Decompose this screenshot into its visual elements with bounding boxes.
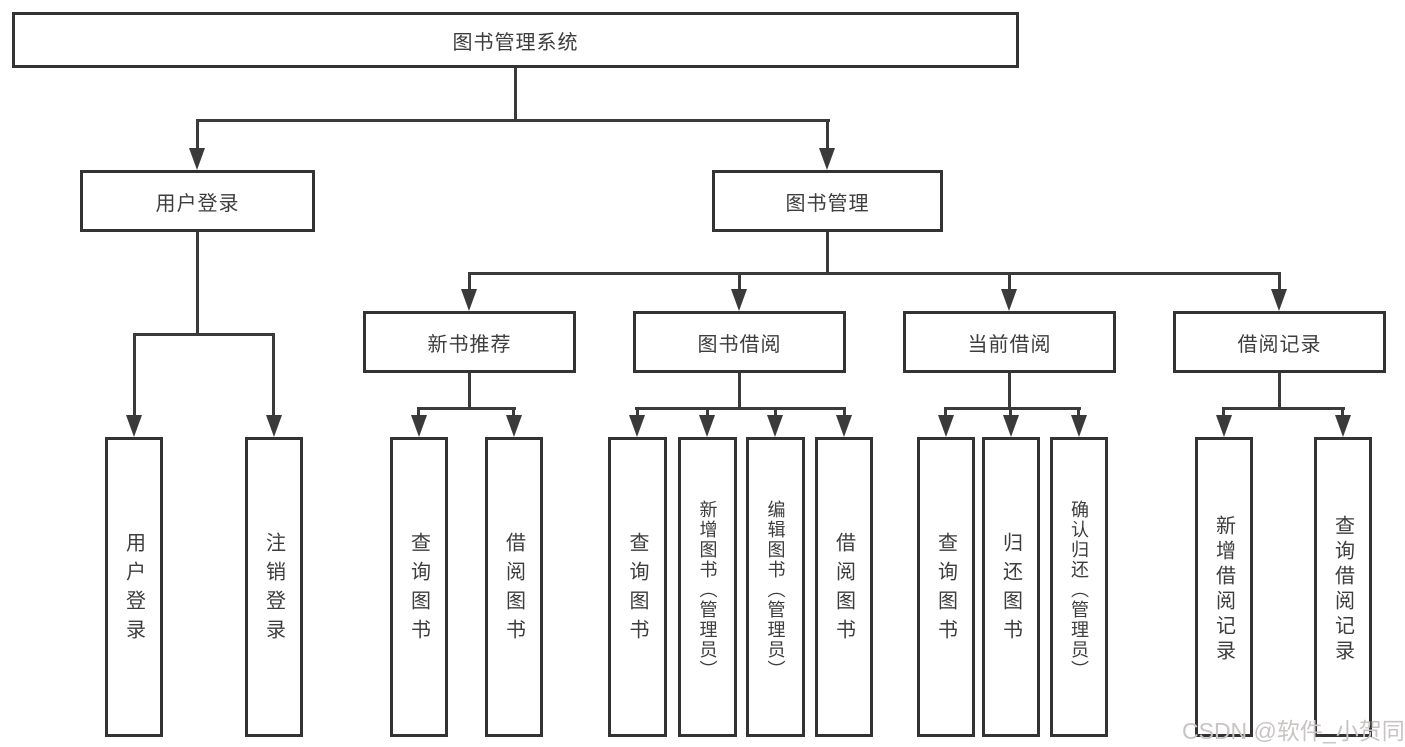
arrowhead-leaf-borrow-1 <box>506 415 522 437</box>
edge-to-leaf-return <box>1009 407 1012 417</box>
edge-to-leaf-add-book <box>706 407 709 417</box>
edge-to-leaf-confirm-return <box>1077 407 1080 417</box>
arrowhead-leaf-query-3 <box>938 415 954 437</box>
node-book-management: 图书管理 <box>712 170 943 232</box>
arrowhead-book-management <box>819 148 835 170</box>
edge-to-leaf-logout <box>272 333 275 417</box>
leaf-return-book: 归还图书 <box>982 437 1040 737</box>
edge-current-borrow-stem <box>1008 373 1011 410</box>
leaf-query-borrow-record: 查询借阅记录 <box>1314 437 1372 737</box>
leaf-query-books-1: 查询图书 <box>390 437 448 737</box>
arrowhead-current-borrow <box>1001 289 1017 311</box>
leaf-add-borrow-record: 新增借阅记录 <box>1195 437 1253 737</box>
arrowhead-book-borrow <box>731 289 747 311</box>
edge-to-book-management <box>826 119 829 150</box>
arrowhead-leaf-logout <box>266 415 282 437</box>
arrowhead-leaf-borrow-2 <box>836 415 852 437</box>
arrowhead-leaf-return <box>1003 415 1019 437</box>
leaf-query-books-2: 查询图书 <box>608 437 667 737</box>
edge-to-leaf-edit-book <box>774 407 777 417</box>
edge-book-management-bus <box>468 272 1281 275</box>
leaf-user-login: 用户登录 <box>105 437 163 737</box>
edge-borrow-records-bus <box>1222 407 1345 410</box>
edge-root-stem <box>514 68 517 122</box>
arrowhead-leaf-confirm-return <box>1071 415 1087 437</box>
arrowhead-leaf-user-login <box>126 415 142 437</box>
edge-to-leaf-query-2 <box>636 407 639 417</box>
leaf-logout: 注销登录 <box>245 437 303 737</box>
leaf-query-books-3: 查询图书 <box>917 437 975 737</box>
edge-to-leaf-query-record <box>1341 407 1344 417</box>
node-new-book-recommend: 新书推荐 <box>363 311 576 373</box>
edge-to-leaf-query-1 <box>417 407 420 417</box>
arrowhead-leaf-add-record <box>1216 415 1232 437</box>
csdn-watermark: CSDN @软件_小贺同学 <box>1182 718 1405 744</box>
edge-to-leaf-add-record <box>1222 407 1225 417</box>
edge-root-bus <box>196 119 830 122</box>
edge-to-book-borrow <box>738 272 741 291</box>
edge-to-current-borrow <box>1008 272 1011 291</box>
arrowhead-leaf-edit-book <box>767 415 783 437</box>
edge-borrow-records-stem <box>1278 373 1281 410</box>
leaf-confirm-return-admin: 确认归还（管理员） <box>1050 437 1108 737</box>
node-root: 图书管理系统 <box>12 12 1019 68</box>
edge-book-management-stem <box>826 232 829 275</box>
leaf-borrow-books-2: 借阅图书 <box>815 437 873 737</box>
edge-to-borrow-records <box>1278 272 1281 291</box>
leaf-add-book-admin: 新增图书（管理员） <box>678 437 737 737</box>
edge-to-leaf-borrow-1 <box>512 407 515 417</box>
edge-to-leaf-query-3 <box>944 407 947 417</box>
edge-to-leaf-user-login <box>133 333 136 417</box>
edge-book-borrow-stem <box>738 373 741 410</box>
arrowhead-leaf-query-2 <box>629 415 645 437</box>
edge-new-book-bus <box>417 407 516 410</box>
arrowhead-leaf-query-record <box>1335 415 1351 437</box>
arrowhead-borrow-records <box>1271 289 1287 311</box>
edge-book-borrow-bus <box>635 407 846 410</box>
edge-to-new-book <box>468 272 471 291</box>
node-book-borrow: 图书借阅 <box>633 311 846 373</box>
arrowhead-new-book <box>461 289 477 311</box>
arrowhead-leaf-query-1 <box>411 415 427 437</box>
node-user-login: 用户登录 <box>80 170 315 232</box>
arrowhead-leaf-add-book <box>699 415 715 437</box>
node-borrow-records: 借阅记录 <box>1173 311 1386 373</box>
edge-current-borrow-bus <box>944 407 1081 410</box>
edge-new-book-stem <box>468 373 471 410</box>
edge-user-login-bus <box>133 333 275 336</box>
arrowhead-user-login <box>189 148 205 170</box>
leaf-borrow-books-1: 借阅图书 <box>485 437 543 737</box>
leaf-edit-book-admin: 编辑图书（管理员） <box>746 437 805 737</box>
edge-user-login-stem <box>196 232 199 336</box>
edge-to-user-login <box>196 119 199 150</box>
node-current-borrow: 当前借阅 <box>903 311 1116 373</box>
edge-to-leaf-borrow-2 <box>843 407 846 417</box>
